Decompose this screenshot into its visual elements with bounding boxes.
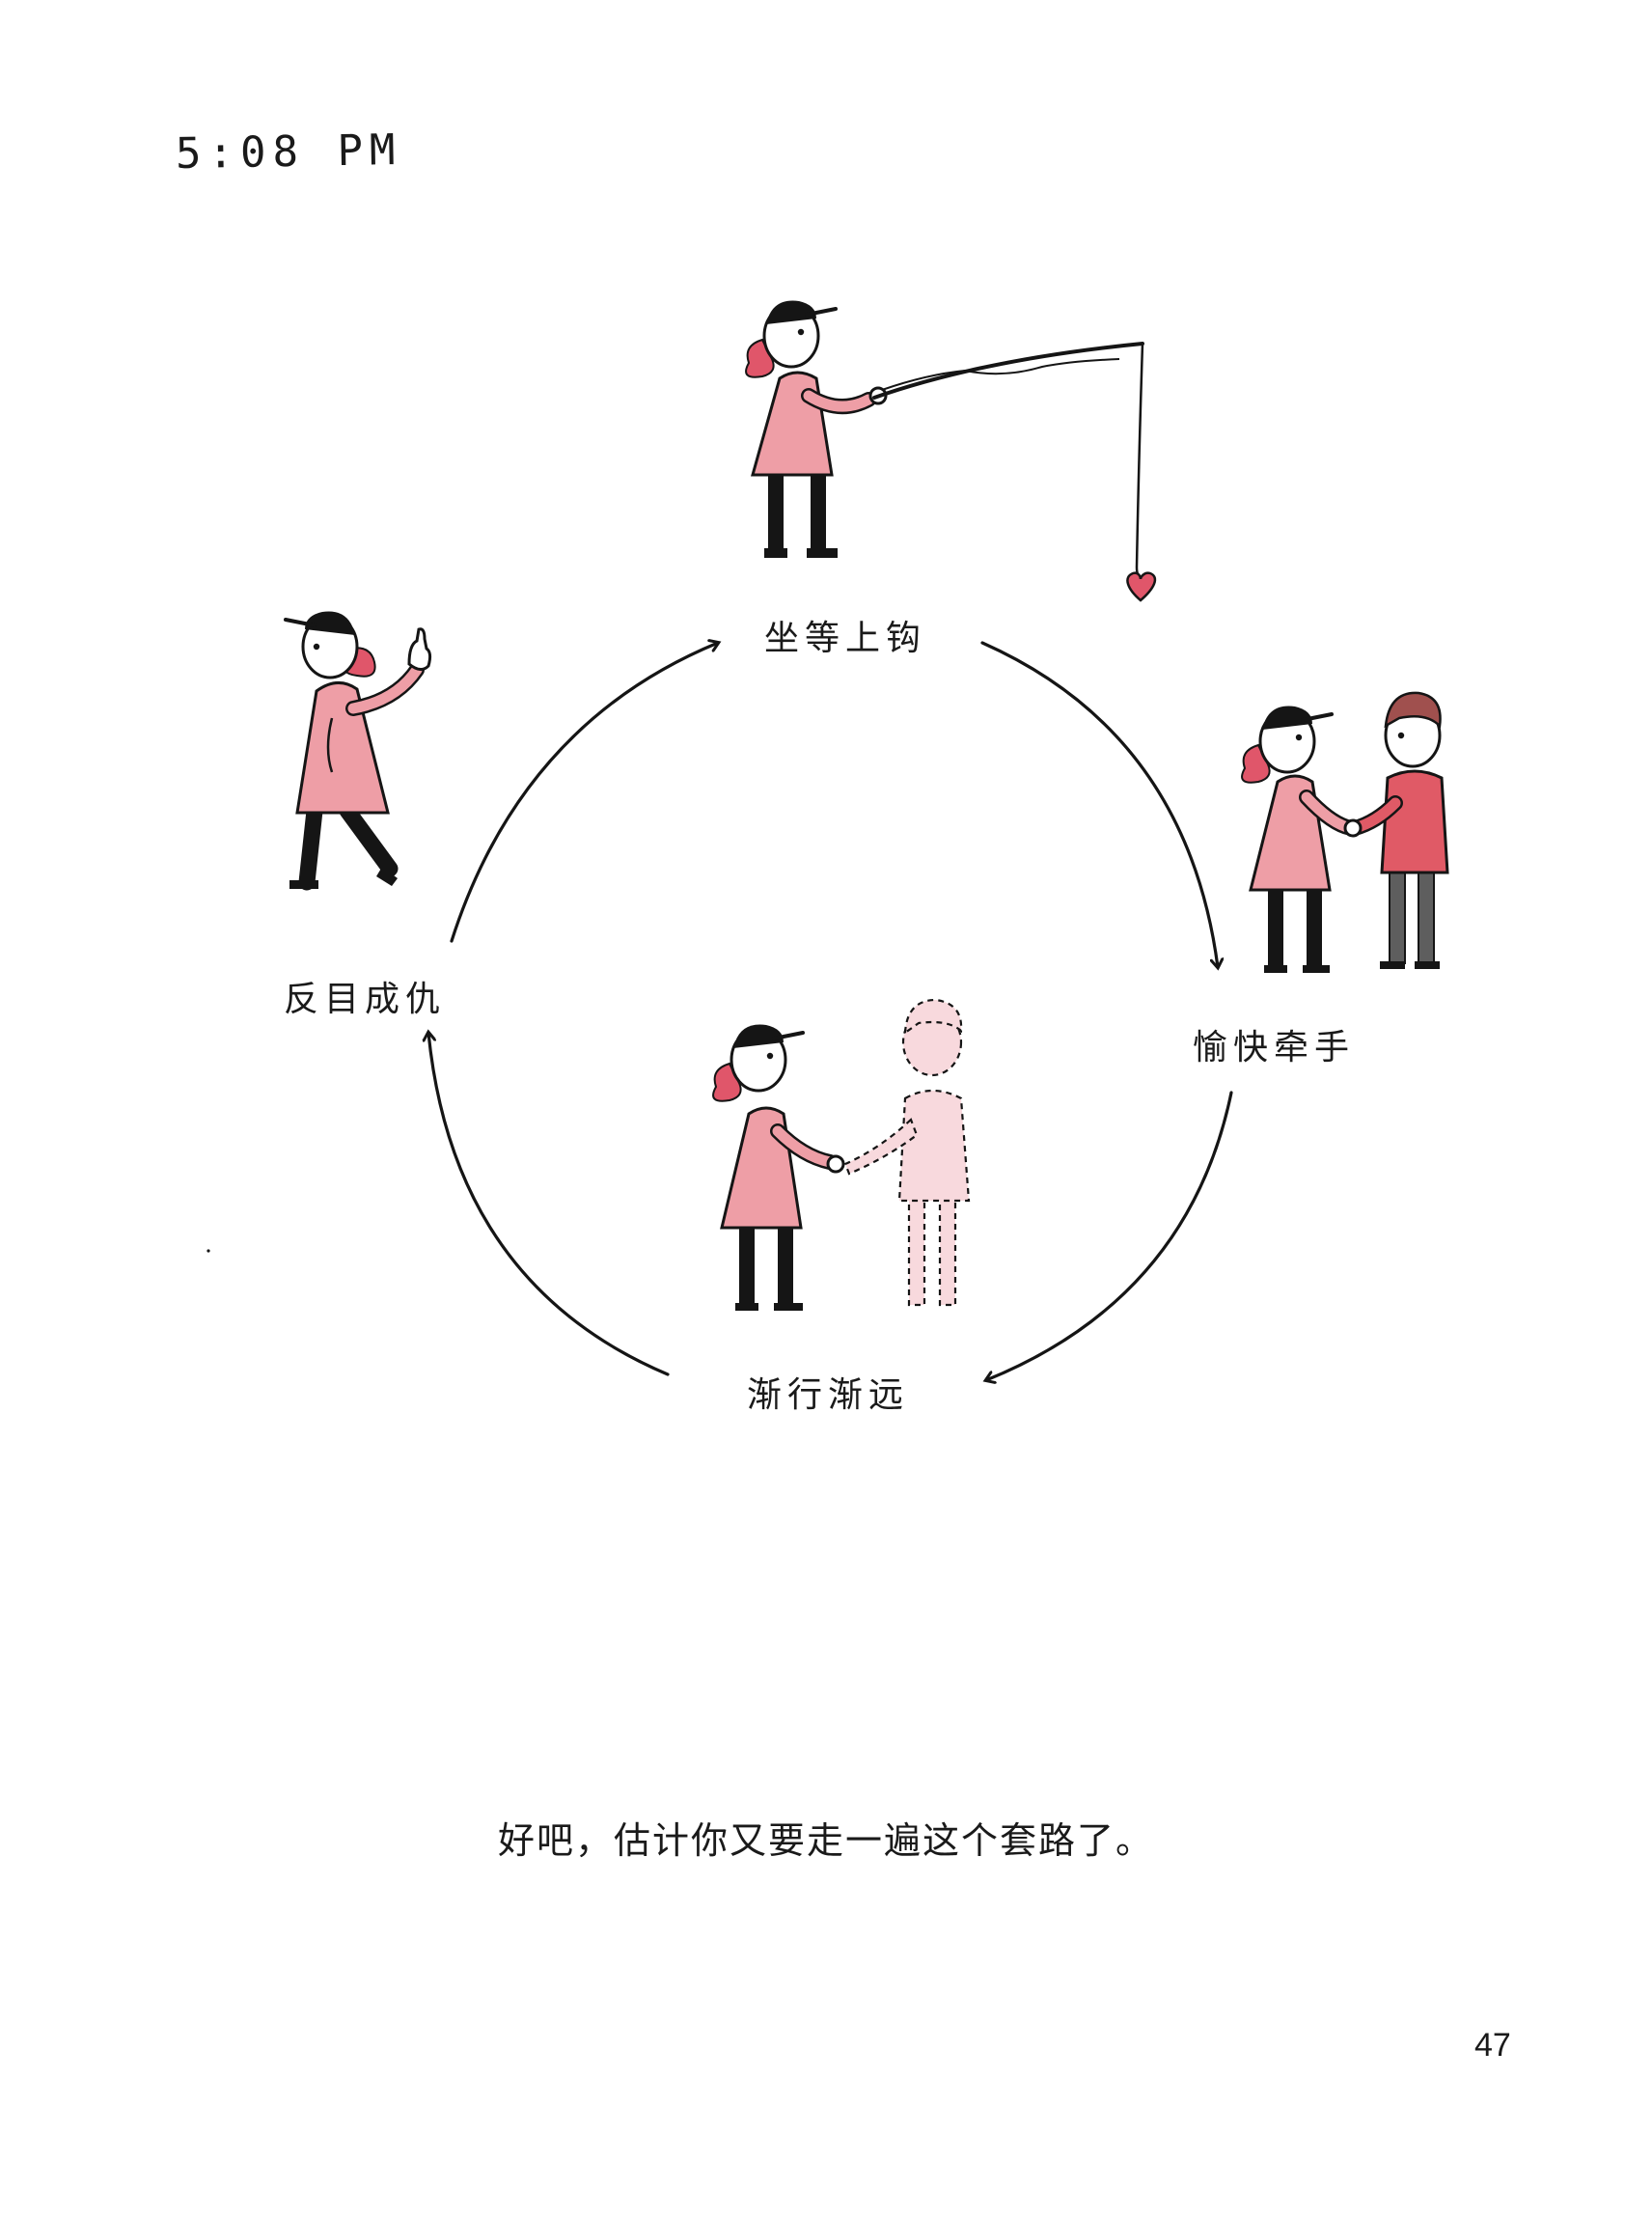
arrow-waiting-to-holding — [980, 641, 1218, 967]
stage-label-holding-hands: 愉快牵手 — [1193, 1028, 1356, 1067]
figure-holding-hands — [1241, 691, 1449, 973]
page-number: 47 — [1474, 2027, 1511, 2064]
stage-label-falling-out: 反目成仇 — [284, 980, 447, 1019]
caption-text: 好吧，估计你又要走一遍这个套路了。 — [497, 1819, 1154, 1862]
arrow-falling-out-to-waiting — [450, 643, 718, 943]
stage-label-waiting: 坐等上钩 — [764, 619, 927, 658]
figure-falling-out — [284, 611, 432, 891]
figure-waiting-fishing — [745, 300, 1157, 602]
stage-label-drifting-apart: 渐行渐远 — [747, 1375, 910, 1415]
cycle-arrows — [428, 641, 1233, 1380]
arrow-drifting-to-falling-out — [428, 1033, 670, 1376]
arrow-holding-to-drifting — [986, 1091, 1233, 1380]
figure-drifting-apart — [712, 998, 971, 1311]
stray-dot — [206, 1249, 210, 1253]
